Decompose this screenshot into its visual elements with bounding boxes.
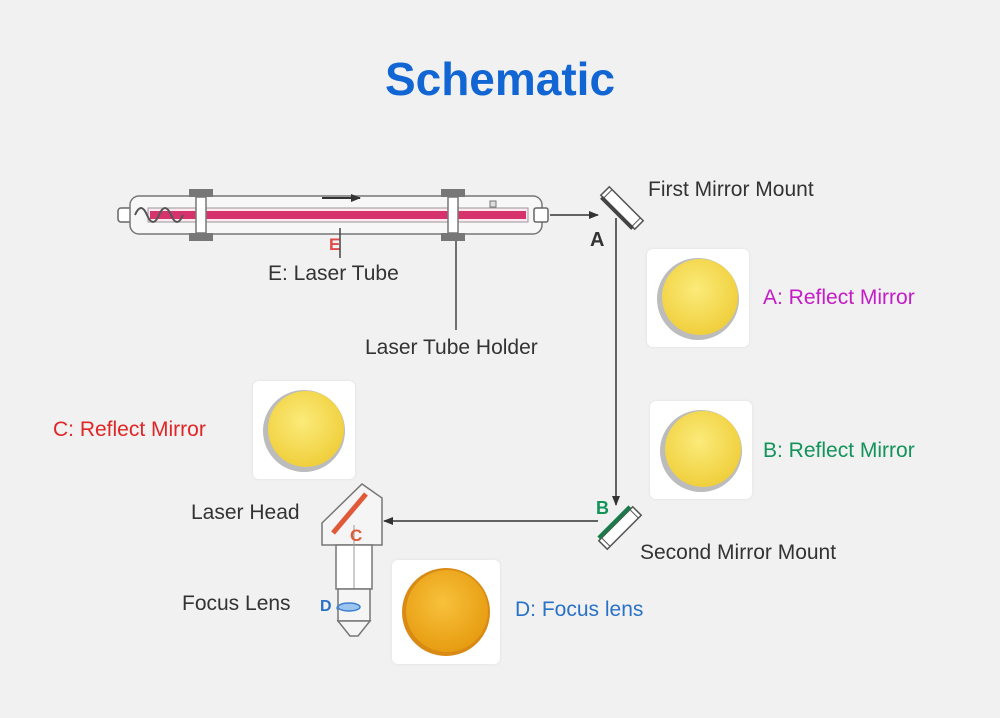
laser-tube-holder: [189, 189, 465, 241]
laser-tube-label: E: Laser Tube: [268, 262, 399, 285]
laser-tube: [117, 194, 549, 235]
mirror-a-card: [647, 249, 749, 347]
mirror-a-image: [657, 258, 739, 340]
mirror-a-label: A: Reflect Mirror: [763, 286, 915, 309]
laser-head-label: Laser Head: [191, 501, 300, 524]
mirror-c-image: [263, 390, 345, 472]
lens-d-label: D: Focus lens: [515, 598, 644, 621]
lens-d-card: [392, 560, 500, 664]
marker-c: C: [350, 526, 362, 545]
focus-lens-label: Focus Lens: [182, 592, 291, 615]
page-title: Schematic: [384, 53, 616, 105]
beam-path: [383, 211, 620, 525]
laser-head: [321, 483, 383, 637]
marker-a: A: [590, 229, 604, 251]
mirror-b-image: [660, 410, 742, 492]
mirror-c-card: [253, 381, 355, 479]
laser-tube-holder-label: Laser Tube Holder: [365, 336, 538, 359]
mirror-c-label: C: Reflect Mirror: [53, 418, 206, 441]
second-mirror-mount-label: Second Mirror Mount: [640, 541, 837, 564]
second-mirror-mount: [597, 505, 643, 551]
marker-b: B: [596, 498, 609, 518]
first-mirror-mount-label: First Mirror Mount: [648, 178, 814, 201]
first-mirror-mount: [599, 185, 645, 231]
lens-d-image: [402, 568, 490, 656]
marker-e: E: [329, 235, 340, 254]
mirror-b-label: B: Reflect Mirror: [763, 439, 915, 462]
mirror-b-card: [650, 401, 752, 499]
marker-d: D: [320, 598, 332, 615]
